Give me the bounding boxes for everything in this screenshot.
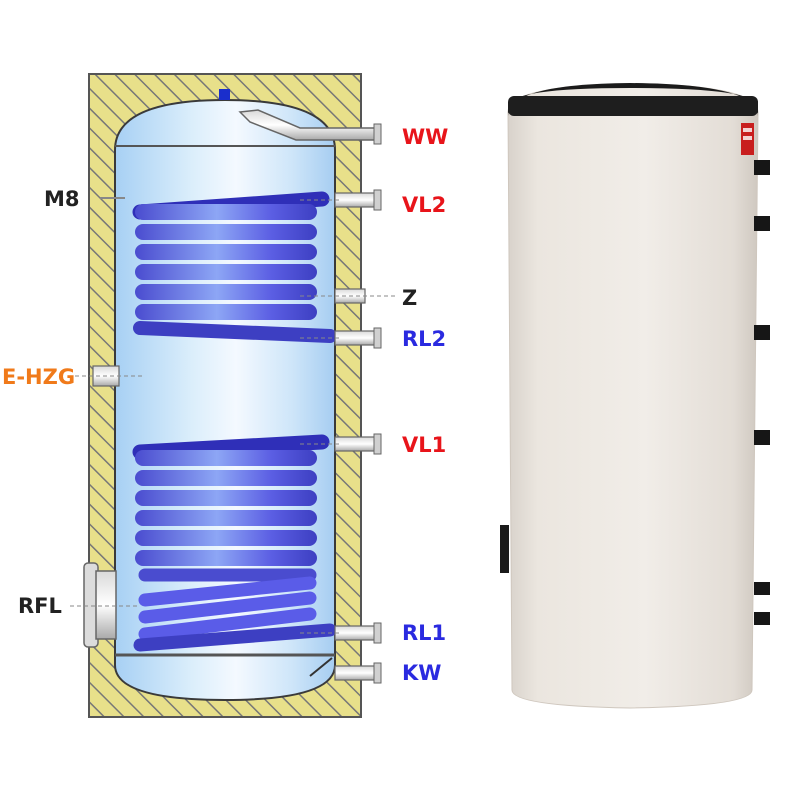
lower-coil (132, 434, 337, 652)
label-vl2: VL2 (402, 193, 446, 217)
photo-lid-band (508, 96, 758, 116)
photo-connector-6 (754, 612, 770, 625)
nozzle-ww (373, 123, 382, 145)
tank-diagram (70, 73, 395, 718)
label-rl2: RL2 (402, 327, 446, 351)
label-z: Z (402, 286, 417, 310)
photo-connector-4 (754, 430, 770, 445)
nozzle-z (300, 288, 395, 304)
label-vl1: VL1 (402, 433, 446, 457)
label-m8: M8 (44, 187, 80, 211)
nozzle-rl1 (300, 622, 382, 644)
photo-connector-3 (754, 325, 770, 340)
label-rl1: RL1 (402, 621, 446, 645)
nozzle-vl2 (300, 189, 382, 211)
upper-coil (132, 191, 337, 343)
label-ww: WW (402, 125, 448, 149)
photo-connector-1 (754, 160, 770, 175)
nozzle-vl1 (300, 433, 382, 455)
heater-socket (75, 365, 145, 387)
label-ehzg: E-HZG (2, 365, 75, 389)
label-kw: KW (402, 661, 441, 685)
inspection-flange (70, 562, 140, 648)
photo-connector-2 (754, 216, 770, 231)
label-rfl: RFL (18, 594, 62, 618)
anode-cap (219, 89, 230, 100)
photo-connector-5 (754, 582, 770, 595)
photo-flange (500, 525, 509, 573)
photo-tank-body (507, 83, 759, 709)
tank-photo (500, 83, 770, 709)
nozzle-kw (309, 657, 382, 684)
nozzle-rl2 (300, 327, 382, 349)
